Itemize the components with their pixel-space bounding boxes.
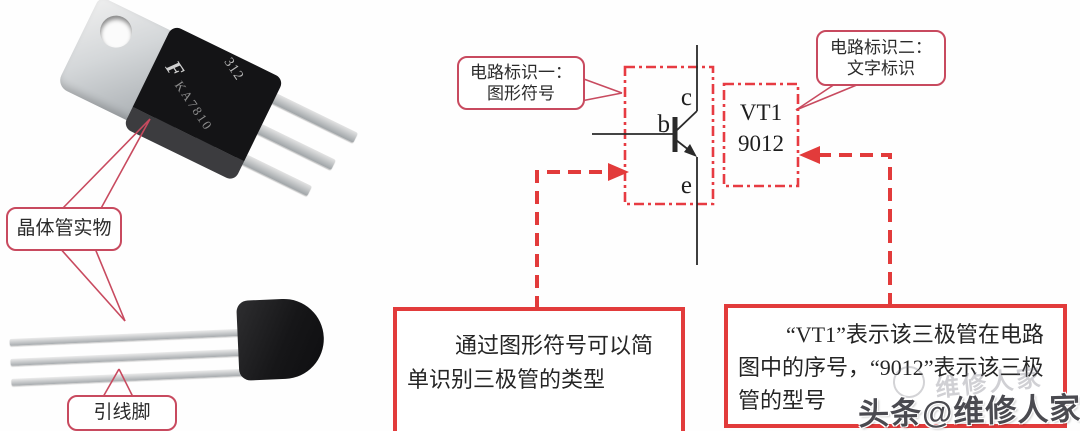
to220-transistor-photo: F 312 KA7810 bbox=[47, 0, 378, 240]
dashed-arrow-right bbox=[816, 153, 892, 306]
callout-circuit-mark-2-line1: 电路标识二： bbox=[830, 37, 932, 57]
note-left-line1: 通过图形符号可以简 bbox=[455, 333, 654, 358]
dashed-arrow-left bbox=[535, 170, 612, 309]
emitter-diagonal bbox=[675, 139, 695, 155]
callout-circuit-mark-1-line1: 电路标识一： bbox=[470, 62, 572, 82]
tail-mark1-b bbox=[580, 92, 623, 102]
emitter-arrowhead bbox=[684, 144, 697, 157]
dashed-arrow-right-head bbox=[799, 146, 820, 164]
to92-lead-1 bbox=[9, 328, 248, 346]
note-right-line2: 图中的序号，“9012”表示该三极 bbox=[738, 355, 1044, 380]
callout-circuit-mark-2-line2: 文字标识 bbox=[847, 59, 915, 78]
dashed-arrow-left-head bbox=[608, 163, 629, 181]
note-left-line2: 单识别三极管的类型 bbox=[407, 367, 606, 392]
to220-marking-lot: 312 bbox=[220, 55, 247, 84]
emitter-label: e bbox=[681, 172, 692, 199]
callout-circuit-mark-2: 电路标识二： 文字标识 bbox=[816, 30, 946, 86]
symbol-highlight-box bbox=[623, 65, 715, 206]
callout-transistor-physical-label: 晶体管实物 bbox=[16, 218, 112, 240]
callout-transistor-physical: 晶体管实物 bbox=[6, 207, 122, 251]
callout-circuit-mark-1-line2: 图形符号 bbox=[487, 84, 555, 103]
to92-lead-2 bbox=[10, 348, 249, 366]
callout-lead-pins-label: 引线脚 bbox=[93, 402, 151, 424]
note-box-left: 通过图形符号可以简 单识别三极管的类型 bbox=[393, 307, 685, 431]
callout-circuit-mark-1: 电路标识一： 图形符号 bbox=[457, 56, 585, 110]
designator-text: VT1 bbox=[739, 100, 783, 125]
note-box-right: “VT1”表示该三极管在电路 图中的序号，“9012”表示该三极 管的型号 bbox=[724, 304, 1067, 428]
collector-diagonal bbox=[675, 110, 698, 132]
base-label: b bbox=[658, 111, 671, 138]
note-right-line3: 管的型号 bbox=[738, 388, 827, 413]
to92-transistor-photo bbox=[6, 291, 330, 401]
to92-lead-3 bbox=[11, 368, 250, 386]
watermark-main-text: 头条@维修人家 bbox=[857, 391, 1080, 431]
callout-lead-pins: 引线脚 bbox=[67, 395, 177, 431]
model-text: 9012 bbox=[738, 131, 784, 156]
transistor-symbol bbox=[592, 45, 698, 265]
schematic-text-label: VT1 9012 bbox=[722, 97, 800, 159]
note-right-line1: “VT1”表示该三极管在电路 bbox=[786, 322, 1044, 347]
collector-label: c bbox=[681, 84, 692, 111]
tail-mark2-a bbox=[795, 81, 839, 111]
to220-marking-part: KA7810 bbox=[171, 78, 217, 134]
tail-mark2-b bbox=[795, 81, 865, 111]
tail-mark1-a bbox=[580, 77, 623, 94]
to92-body bbox=[236, 297, 326, 381]
to220-mounting-hole bbox=[94, 10, 138, 54]
